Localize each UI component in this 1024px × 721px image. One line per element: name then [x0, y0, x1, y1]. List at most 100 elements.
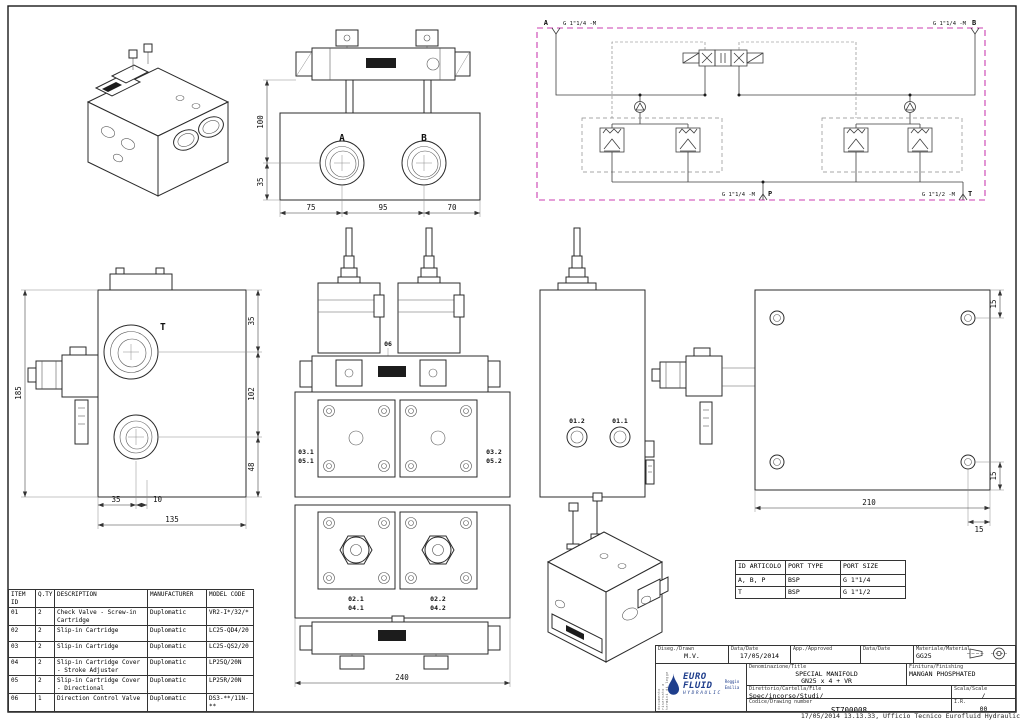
port-cell-id: T	[735, 586, 786, 599]
revision-cell: I.R. 00	[951, 698, 1015, 711]
date-label: Data/Date	[731, 646, 759, 652]
bom-cell-id: 05	[8, 675, 36, 694]
scale-value: /	[981, 691, 986, 698]
isometric-view-top	[86, 43, 230, 197]
finishing-cell: Finitura/Finishing MANGAN PHOSPHATED	[906, 663, 1015, 685]
drop-icon	[667, 673, 680, 695]
finishing-value: MANGAN PHOSPHATED	[909, 669, 976, 678]
check-valve-view: 01.2 01.1	[539, 227, 655, 498]
schematic-note-a: G 1"1/4 -M	[563, 21, 597, 27]
dim-100: 100	[256, 115, 265, 129]
dim-135: 135	[165, 515, 179, 524]
revision-value: 00	[979, 704, 988, 711]
file-path-value: Spec/incorso/Studi/	[749, 691, 824, 698]
drawn-cell: Diseg./Drawn M.V.	[656, 646, 728, 663]
item-label-05-2: 05.2	[486, 457, 502, 465]
item-label-06: 06	[384, 340, 392, 348]
finishing-label: Finitura/Finishing	[909, 664, 964, 670]
drawing-number-label: Codice/Drawing number	[749, 699, 813, 705]
bom-header-item-id: ITEM ID	[8, 589, 36, 608]
bom-cell-mfr: Duplomatic	[147, 657, 207, 676]
bom-row: 06 1 Direction Control Valve Duplomatic …	[8, 693, 254, 712]
dim-185: 185	[14, 386, 23, 400]
port-label-t: T	[160, 322, 166, 333]
file-path-cell: Direttorio/Cartella/File Spec/incorso/St…	[746, 685, 951, 698]
front-view: 06 03.1 05.1 03.2 05.2	[294, 227, 511, 498]
bom-cell-desc: Slip-in Cartridge	[54, 625, 148, 642]
port-label-b: B	[421, 133, 427, 144]
item-label-01-1: 01.1	[612, 417, 628, 425]
bom-cell-desc: Slip-in Cartridge	[54, 641, 148, 658]
bom-cell-code: LP25Q/20N	[206, 657, 254, 676]
dim-15-right: 15	[974, 525, 983, 534]
schematic-port-a: A	[544, 19, 549, 27]
file-path-label: Direttorio/Cartella/File	[749, 686, 822, 692]
port-table-row: T BSP G 1"1/2	[735, 586, 906, 599]
port-cell-id: A, B, P	[735, 574, 786, 587]
schematic-port-t: T	[968, 190, 972, 198]
approved-label: App./Approved	[793, 646, 833, 652]
bom-cell-code: DS3-**/11N-**	[206, 693, 254, 712]
bom-header-model-code: MODEL CODE	[206, 589, 254, 608]
drawing-number-value: ST700008	[830, 705, 868, 711]
port-cell-size: G 1"1/2	[840, 586, 906, 599]
drawing-title-line1: SPECIAL MANIFOLD	[795, 669, 858, 678]
logo-text-euro: EURO	[683, 672, 707, 683]
hydraulic-schematic: A G 1"1/4 -M G 1"1/4 -M B G 1"1/4 -M P G…	[536, 19, 986, 201]
bom-cell-id: 06	[8, 693, 36, 712]
bom-header-manufacturer: MANUFACTURER	[147, 589, 207, 608]
top-view: A B 100 35 75 95 70	[256, 29, 481, 217]
projection-symbol-icon	[967, 647, 1007, 660]
bom-cell-desc: Check Valve - Screw-in Cartridge	[54, 607, 148, 626]
material-value: GG25	[916, 651, 932, 660]
bom-cell-mfr: Duplomatic	[147, 675, 207, 694]
logo-text-hydraulic: HYDRAULIC	[683, 690, 722, 696]
schematic-port-b: B	[972, 19, 976, 27]
bottom-view: 02.1 04.1 02.2 04.2 240	[294, 504, 511, 687]
bom-cell-code: LP25R/20N	[206, 675, 254, 694]
bom-cell-id: 01	[8, 607, 36, 626]
drawing-number-cell: Codice/Drawing number ST700008	[746, 698, 951, 711]
item-label-01-2: 01.2	[569, 417, 585, 425]
port-label-a: A	[339, 133, 345, 144]
bom-cell-id: 04	[8, 657, 36, 676]
schematic-note-t: G 1"1/2 -M	[922, 192, 956, 198]
item-label-02-1: 02.1	[348, 595, 364, 603]
dim-15-bottom: 15	[989, 471, 998, 480]
approved-date-cell: Data/Date	[860, 646, 913, 663]
bom-cell-code: VR2-I*/32/*	[206, 607, 254, 626]
bom-cell-qty: 2	[35, 657, 55, 676]
dim-35-side: 35	[247, 316, 256, 325]
scale-label: Scala/Scale	[954, 686, 988, 692]
dim-48: 48	[247, 462, 256, 472]
print-timestamp: 17/05/2014 13.13.33, Ufficio Tecnico Eur…	[800, 712, 1020, 720]
dim-15-top: 15	[989, 299, 998, 308]
title-cell: Denominazione/Title SPECIAL MANIFOLD GN2…	[746, 663, 906, 685]
title-label: Denominazione/Title	[749, 664, 807, 670]
schematic-port-p: P	[768, 190, 772, 198]
dim-240: 240	[395, 673, 409, 682]
dim-b35: 35	[111, 495, 120, 504]
revision-label: I.R.	[954, 699, 967, 705]
material-cell: Materiale/Material GG25	[913, 646, 1015, 663]
port-table: ID ARTICOLO PORT TYPE PORT SIZE A, B, P …	[735, 560, 906, 599]
bom-header-description: DESCRIPTION	[54, 589, 148, 608]
item-label-03-1: 03.1	[298, 448, 314, 456]
bom-cell-qty: 1	[35, 693, 55, 712]
logo-text-fluid: FLUID	[683, 681, 713, 691]
port-cell-type: BSP	[785, 586, 841, 599]
title-block: Diseg./Drawn M.V. Data/Date 17/05/2014 A…	[655, 645, 1016, 712]
port-table-row: A, B, P BSP G 1"1/4	[735, 574, 906, 587]
item-label-04-1: 04.1	[348, 604, 364, 612]
dim-75: 75	[306, 203, 315, 212]
bom-cell-mfr: Duplomatic	[147, 607, 207, 626]
sheet-border	[7, 5, 1017, 713]
bom-cell-code: LC25-QD4/20	[206, 625, 254, 642]
item-label-02-2: 02.2	[430, 595, 446, 603]
date-cell: Data/Date 17/05/2014	[728, 646, 790, 663]
right-side-view: 15 15 210 15	[651, 289, 1004, 534]
schematic-note-b: G 1"1/4 -M	[933, 21, 967, 27]
bom-cell-code: LC25-QS2/20	[206, 641, 254, 658]
